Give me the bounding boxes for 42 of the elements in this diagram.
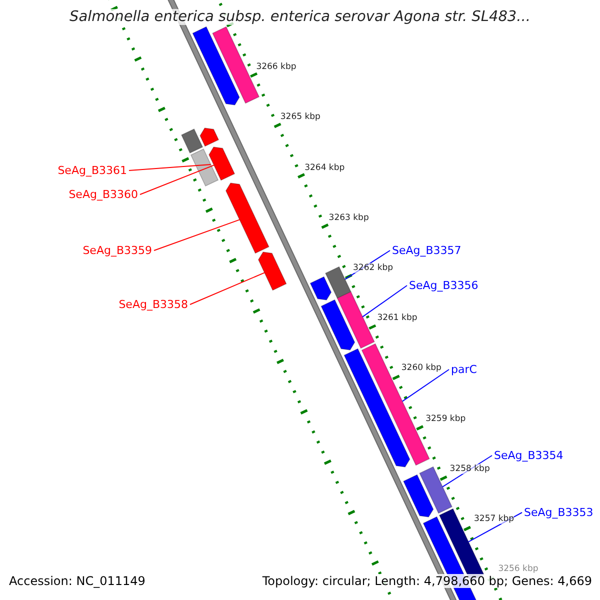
gene-label: SeAg_B3357 bbox=[392, 244, 462, 257]
scale-label: 3261 kbp bbox=[377, 313, 418, 324]
gene-label: SeAg_B3354 bbox=[494, 449, 564, 462]
gene-label: SeAg_B3356 bbox=[409, 279, 478, 292]
gene-feature bbox=[324, 266, 352, 299]
scale-label: 3263 kbp bbox=[328, 212, 369, 223]
gene-feature bbox=[180, 128, 204, 154]
gene-feature bbox=[320, 299, 356, 350]
leader-line bbox=[402, 369, 450, 402]
scale-label: 3265 kbp bbox=[280, 112, 320, 122]
gene-label: SeAg_B3359 bbox=[82, 244, 152, 257]
gene-feature bbox=[402, 474, 434, 518]
gene-feature bbox=[208, 146, 236, 181]
scale-label: 3257 kbp bbox=[474, 514, 514, 524]
genome-info-text: Topology: circular; Length: 4,798,660 bp; Genes: 4,669 bbox=[262, 574, 592, 588]
gene-label: SeAg_B3358 bbox=[118, 298, 188, 311]
gene-feature bbox=[192, 26, 240, 106]
gene-label: SeAg_B3360 bbox=[68, 188, 138, 201]
leader-line bbox=[140, 164, 214, 195]
accession-text: Accession: NC_011149 bbox=[9, 574, 146, 588]
leader-line bbox=[154, 219, 240, 251]
leader-line bbox=[468, 512, 522, 542]
scale-label: 3256 kbp bbox=[498, 564, 538, 574]
scale-label: 3264 kbp bbox=[304, 162, 345, 173]
leader-line bbox=[442, 455, 492, 488]
scale-label: 3260 kbp bbox=[401, 363, 442, 374]
gene-feature bbox=[336, 291, 375, 349]
scale-label: 3266 kbp bbox=[256, 62, 296, 72]
gene-feature bbox=[310, 276, 332, 300]
leader-line bbox=[128, 164, 212, 171]
gene-feature bbox=[258, 252, 287, 291]
scale-label: 3259 kbp bbox=[426, 414, 466, 424]
gene-feature bbox=[225, 182, 270, 254]
leader-line bbox=[344, 250, 390, 280]
scale-label: 3258 kbp bbox=[450, 464, 490, 474]
gene-label: SeAg_B3361 bbox=[58, 164, 127, 177]
scale-label: 3262 kbp bbox=[353, 263, 394, 273]
leader-line bbox=[190, 272, 265, 305]
gene-label: parC bbox=[451, 363, 477, 376]
leader-line bbox=[362, 285, 408, 318]
gene-feature bbox=[190, 148, 219, 187]
gene-label: SeAg_B3353 bbox=[524, 506, 594, 519]
